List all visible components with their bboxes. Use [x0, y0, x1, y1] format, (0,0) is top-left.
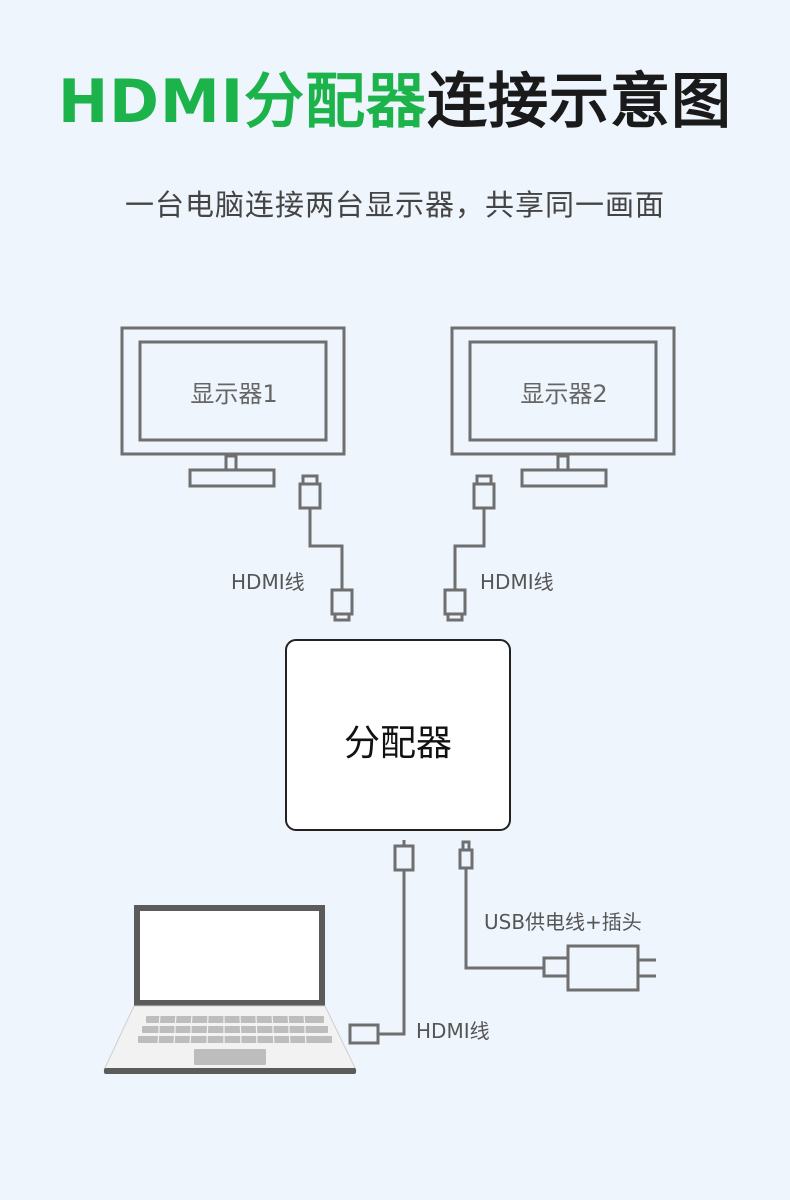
page-title: HDMI分配器连接示意图: [0, 62, 790, 142]
monitor-2: [450, 326, 676, 488]
laptop-touchpad: [194, 1049, 266, 1065]
monitor-2-cable-label: HDMI线: [480, 570, 554, 594]
hdmi-cable-monitor-1: [298, 474, 354, 622]
monitor-2-label: 显示器2: [520, 380, 608, 408]
hdmi-cable-laptop: [348, 840, 415, 1045]
monitor-1: [120, 326, 346, 488]
usb-power-cable: [458, 840, 656, 992]
laptop-cable-label: HDMI线: [416, 1019, 490, 1043]
page-subtitle: 一台电脑连接两台显示器，共享同一画面: [124, 188, 665, 222]
hdmi-cable-monitor-2: [443, 474, 496, 622]
laptop: [103, 905, 357, 1074]
monitor-1-label: 显示器1: [190, 380, 278, 408]
title-green-part: HDMI分配器: [57, 67, 428, 137]
laptop-keyboard: [138, 1016, 332, 1043]
splitter-label: 分配器: [343, 723, 452, 764]
power-cable-label: USB供电线+插头: [484, 910, 642, 934]
splitter-box: [285, 639, 511, 831]
monitor-1-cable-label: HDMI线: [231, 570, 305, 594]
title-black-part: 连接示意图: [427, 67, 733, 137]
